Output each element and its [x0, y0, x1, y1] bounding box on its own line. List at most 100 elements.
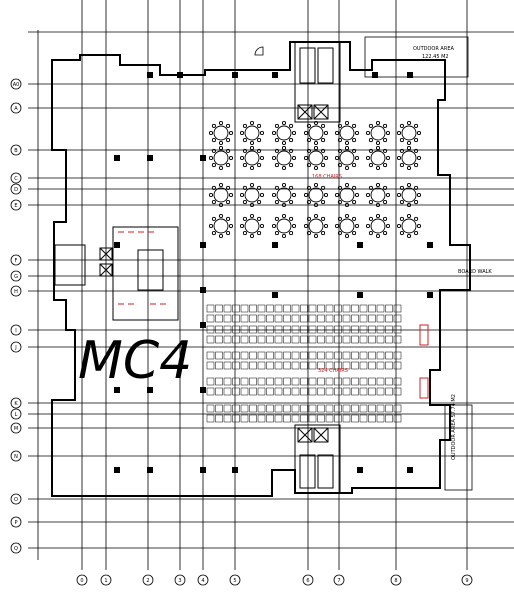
- theatre-chair: [215, 387, 223, 396]
- theatre-chair: [300, 361, 308, 370]
- row-grid-bubble: Q: [10, 542, 22, 554]
- theatre-chair: [240, 335, 249, 344]
- structural-column: [114, 467, 120, 473]
- theatre-chair: [215, 335, 223, 344]
- theatre-chair: [206, 377, 215, 386]
- structural-column: [147, 155, 153, 161]
- theatre-chair: [376, 351, 385, 360]
- theatre-chair: [393, 361, 402, 370]
- theatre-chair: [274, 404, 283, 413]
- round-table: [208, 120, 234, 146]
- theatre-chair: [257, 304, 266, 313]
- theatre-chair: [325, 314, 334, 323]
- theatre-chair: [376, 387, 385, 396]
- theatre-chair: [385, 387, 393, 396]
- theatre-chair: [300, 304, 308, 313]
- theatre-chair: [291, 361, 300, 370]
- column-grid-label: 9: [465, 578, 468, 584]
- row-grid-label: O: [14, 497, 18, 503]
- core-bottom: [294, 424, 341, 494]
- theatre-chair: [300, 314, 308, 323]
- theatre-chair: [334, 377, 342, 386]
- theatre-chair: [334, 351, 342, 360]
- theatre-chair: [232, 377, 240, 386]
- theatre-chair: [283, 325, 291, 334]
- row-grid-label: A0: [13, 82, 20, 88]
- outdoor-area-top-label-1: OUTDOOR AREA: [413, 46, 454, 52]
- theatre-chair: [232, 361, 240, 370]
- column-grid-bubble: 7: [333, 574, 345, 586]
- theatre-chair: [325, 335, 334, 344]
- theatre-chair: [223, 387, 232, 396]
- round-table: [334, 213, 360, 239]
- theatre-chair: [317, 404, 325, 413]
- theatre-chair: [283, 404, 291, 413]
- theatre-chair: [385, 351, 393, 360]
- round-table: [239, 145, 265, 171]
- theatre-chair: [317, 314, 325, 323]
- structural-column: [272, 292, 278, 298]
- theatre-chair: [215, 314, 223, 323]
- structural-column: [272, 72, 278, 78]
- theatre-chair: [283, 351, 291, 360]
- theatre-chair: [240, 361, 249, 370]
- theatre-chair: [283, 361, 291, 370]
- theatre-chair: [317, 351, 325, 360]
- theatre-chair: [206, 304, 215, 313]
- theatre-chair: [342, 387, 351, 396]
- theatre-chair: [368, 377, 376, 386]
- row-grid-bubble: P: [10, 516, 22, 528]
- theatre-chair: [274, 335, 283, 344]
- theatre-chair: [240, 404, 249, 413]
- theatre-chair: [368, 351, 376, 360]
- theatre-chair: [368, 314, 376, 323]
- theatre-chair: [334, 325, 342, 334]
- structural-column: [200, 155, 206, 161]
- theatre-chair: [359, 351, 368, 360]
- row-grid-label: B: [14, 148, 18, 154]
- theatre-chair: [206, 404, 215, 413]
- theatre-chair: [317, 335, 325, 344]
- theatre-chair: [266, 377, 274, 386]
- theatre-chair: [376, 361, 385, 370]
- round-table: [365, 145, 391, 171]
- row-grid-label: Q: [14, 546, 18, 552]
- theatre-chair: [376, 314, 385, 323]
- theatre-chair: [274, 304, 283, 313]
- theatre-chair: [342, 314, 351, 323]
- row-grid-bubble: O: [10, 493, 22, 505]
- theatre-chair: [266, 361, 274, 370]
- row-grid-bubble: F: [10, 254, 22, 266]
- theatre-chair: [274, 325, 283, 334]
- round-table: [334, 120, 360, 146]
- theatre-chair: [223, 325, 232, 334]
- round-table: [239, 213, 265, 239]
- theatre-chair: [325, 387, 334, 396]
- structural-column: [427, 242, 433, 248]
- theatre-chair: [308, 304, 317, 313]
- column-grid-label: 4: [201, 578, 204, 584]
- theatre-chair: [351, 387, 359, 396]
- theatre-chair: [325, 404, 334, 413]
- structural-columns: [114, 72, 433, 473]
- theatre-chair: [266, 414, 274, 423]
- theatre-chair: [342, 377, 351, 386]
- structural-column: [200, 387, 206, 393]
- column-grid-bubble: 5: [229, 574, 241, 586]
- round-table: [396, 182, 422, 208]
- theatre-chair: [274, 351, 283, 360]
- theatre-chair: [359, 325, 368, 334]
- row-grid-bubble: K: [10, 397, 22, 409]
- theatre-chair: [291, 414, 300, 423]
- round-table: [396, 213, 422, 239]
- round-table: [396, 120, 422, 146]
- theatre-chair: [215, 377, 223, 386]
- theatre-chair: [232, 304, 240, 313]
- theatre-chair: [359, 387, 368, 396]
- theatre-chair: [385, 361, 393, 370]
- outdoor-area-top: [364, 36, 469, 78]
- theatre-chair: [334, 304, 342, 313]
- structural-column: [232, 72, 238, 78]
- stage-markers: [419, 324, 429, 399]
